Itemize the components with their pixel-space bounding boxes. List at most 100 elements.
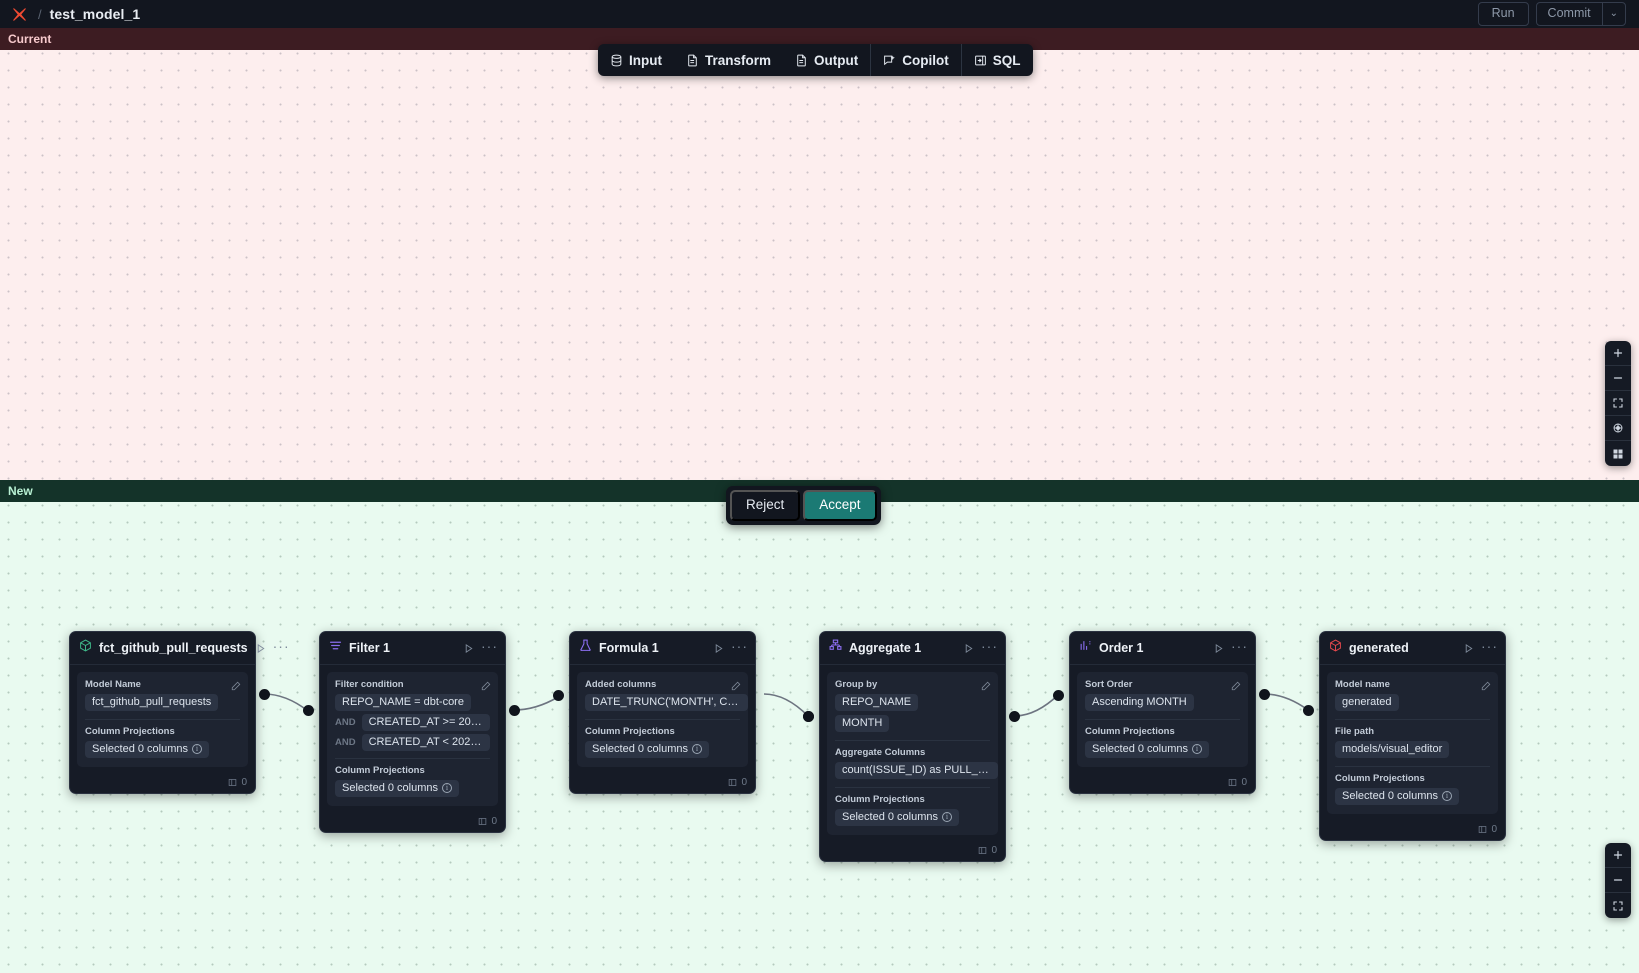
node-footer: 0 (70, 774, 255, 793)
columns-icon (1229, 779, 1237, 786)
node-input-handle[interactable] (1053, 690, 1064, 701)
condition-row: AND CREATED_AT >= 2024-12-01 (335, 714, 490, 731)
toolbar-item-input[interactable]: Input (598, 44, 674, 76)
fit-view-icon[interactable] (1605, 391, 1631, 416)
run-node-icon[interactable] (963, 643, 974, 654)
node-output-handle[interactable] (259, 689, 270, 700)
node-header[interactable]: Order 1 ··· (1070, 632, 1255, 665)
node-order-1[interactable]: Order 1 ··· Sort Order Ascending MONTH C… (1069, 631, 1256, 794)
chevron-down-icon[interactable]: ⌄ (1601, 3, 1625, 25)
run-node-icon[interactable] (1213, 643, 1224, 654)
cross-logo-icon[interactable] (8, 3, 30, 25)
node-formula-1[interactable]: Formula 1 ··· Added columns DATE_TRUNC('… (569, 631, 756, 794)
toolbar-item-output[interactable]: Output (783, 44, 870, 76)
node-aggregate-1[interactable]: Aggregate 1 ··· Group by REPO_NAME MONTH… (819, 631, 1006, 862)
value-pill[interactable]: Ascending MONTH (1085, 694, 1194, 712)
node-input-handle[interactable] (803, 711, 814, 722)
value-pill[interactable]: REPO_NAME (835, 694, 919, 712)
conjunction-label: AND (335, 737, 356, 748)
zoom-in-icon[interactable] (1605, 341, 1631, 366)
node-header[interactable]: Aggregate 1 ··· (820, 632, 1005, 665)
node-body: Model Name fct_github_pull_requests Colu… (70, 665, 255, 774)
section-title: Model Name (85, 679, 141, 690)
columns-icon (1479, 826, 1487, 833)
edit-pencil-icon[interactable] (481, 678, 491, 696)
section-title: Column Projections (835, 794, 925, 805)
divider (835, 787, 990, 788)
node-more-icon[interactable]: ··· (272, 638, 290, 654)
divider (585, 719, 740, 720)
accept-button[interactable]: Accept (803, 490, 877, 521)
node-header[interactable]: generated ··· (1320, 632, 1505, 665)
value-pill[interactable]: generated (1335, 694, 1399, 712)
node-generated[interactable]: generated ··· Model name generated File … (1319, 631, 1506, 841)
section-title: Column Projections (335, 765, 425, 776)
node-header[interactable]: Formula 1 ··· (570, 632, 755, 665)
node-more-icon[interactable]: ··· (731, 638, 748, 654)
condition-pill[interactable]: REPO_NAME = dbt-core (335, 694, 471, 711)
node-fct-github-pull-requests[interactable]: fct_github_pull_requests ··· Model Name … (69, 631, 289, 794)
node-more-icon[interactable]: ··· (1231, 638, 1248, 654)
info-icon: i (1442, 791, 1452, 802)
run-button[interactable]: Run (1477, 2, 1529, 26)
node-input-handle[interactable] (553, 690, 564, 701)
node-more-icon[interactable]: ··· (1481, 638, 1498, 654)
run-node-icon[interactable] (255, 643, 266, 654)
node-filter-1[interactable]: Filter 1 ··· Filter condition REPO_NAME … (319, 631, 506, 833)
zoom-out-icon[interactable] (1605, 366, 1631, 391)
condition-pill[interactable]: CREATED_AT >= 2024-12-01 (361, 714, 490, 731)
fit-view-icon[interactable] (1605, 893, 1631, 918)
node-input-handle[interactable] (303, 705, 314, 716)
zoom-in-icon[interactable] (1605, 843, 1631, 868)
node-output-handle[interactable] (1259, 689, 1270, 700)
toolbar-item-sql[interactable]: SQL (960, 44, 1033, 76)
run-node-icon[interactable] (1463, 643, 1474, 654)
value-pill[interactable]: MONTH (835, 715, 890, 733)
edit-pencil-icon[interactable] (981, 678, 991, 696)
grid-icon[interactable] (1605, 441, 1631, 466)
zoom-out-icon[interactable] (1605, 868, 1631, 893)
node-output-handle[interactable] (509, 705, 520, 716)
canvas-zoom-controls-top (1605, 341, 1631, 466)
node-more-icon[interactable]: ··· (981, 638, 998, 654)
edit-pencil-icon[interactable] (231, 678, 241, 696)
node-footer: 0 (820, 842, 1005, 861)
commit-button-group[interactable]: Commit ⌄ (1535, 2, 1626, 26)
value-pill[interactable]: models/visual_editor (1335, 741, 1450, 759)
node-output-handle[interactable] (1009, 711, 1020, 722)
toolbar-item-transform[interactable]: Transform (674, 44, 783, 76)
commit-button[interactable]: Commit (1547, 6, 1591, 20)
value-pill[interactable]: count(ISSUE_ID) as PULL_REQUEST_… (835, 762, 998, 780)
toolbar-item-label: SQL (992, 52, 1021, 68)
node-input-handle[interactable] (1303, 705, 1314, 716)
node-header[interactable]: fct_github_pull_requests ··· (70, 632, 289, 665)
node-toolbar: Input Transform Output Copilot SQL (598, 44, 1033, 76)
value-pill[interactable]: DATE_TRUNC('MONTH', CREATED_AT… (585, 694, 748, 712)
section-title: Aggregate Columns (835, 747, 926, 758)
run-node-icon[interactable] (463, 643, 474, 654)
value-pill[interactable]: fct_github_pull_requests (85, 694, 219, 712)
conjunction-label: AND (335, 717, 356, 728)
condition-pill[interactable]: CREATED_AT < 2025-03-01 (361, 734, 490, 751)
run-node-icon[interactable] (713, 643, 724, 654)
reject-button[interactable]: Reject (730, 490, 801, 521)
lock-icon[interactable] (1605, 416, 1631, 441)
info-icon: i (192, 744, 202, 755)
section-title: Column Projections (1335, 773, 1425, 784)
file-icon (795, 54, 808, 67)
node-more-icon[interactable]: ··· (481, 638, 498, 654)
node-title: Filter 1 (349, 641, 390, 655)
edit-pencil-icon[interactable] (1481, 678, 1491, 696)
current-canvas-panel[interactable]: Current (0, 28, 1639, 480)
section-title: File path (1335, 726, 1375, 737)
edit-pencil-icon[interactable] (1231, 678, 1241, 696)
edit-pencil-icon[interactable] (731, 678, 741, 696)
toolbar-item-copilot[interactable]: Copilot (870, 44, 961, 76)
node-header[interactable]: Filter 1 ··· (320, 632, 505, 665)
